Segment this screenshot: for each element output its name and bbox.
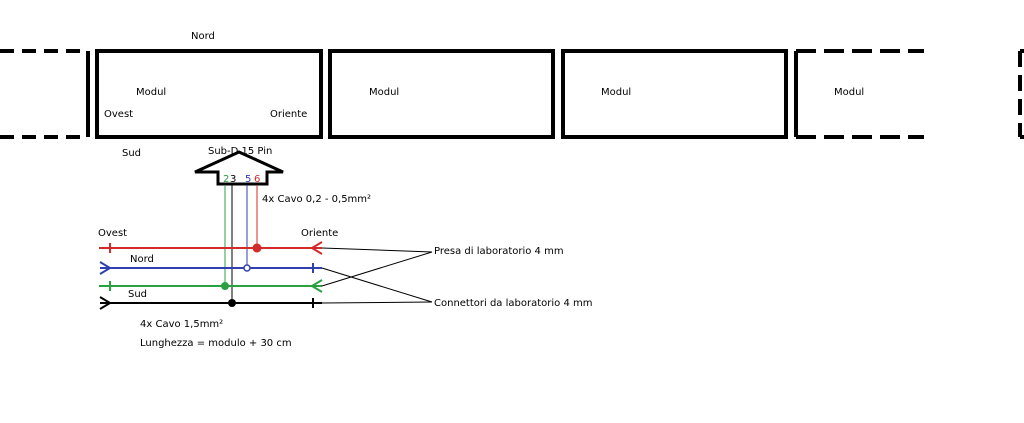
pin-5-label: 5 [245, 174, 251, 185]
pin-2-label: 2 [223, 174, 229, 185]
wiring-north-label: Nord [130, 254, 154, 265]
plug-callout-label: Connettori da laboratorio 4 mm [434, 298, 592, 309]
blue-rail [99, 261, 322, 275]
wiring-east-label: Oriente [301, 228, 338, 239]
red-solder-point [252, 243, 262, 253]
green-rail [99, 279, 323, 293]
thin-cable-label: 4x Cavo 0,2 - 0,5mm² [262, 194, 371, 205]
subd-connector-arrow [194, 150, 284, 186]
callout-lines [321, 247, 433, 304]
east-label: Oriente [270, 109, 307, 120]
black-rail [99, 296, 322, 310]
blue-solder-point [243, 264, 251, 272]
pin-6-label: 6 [254, 174, 260, 185]
module-label-2: Modul [369, 87, 399, 98]
black-solder-point [228, 299, 236, 307]
module-row [0, 49, 1024, 139]
module-box-3 [561, 49, 788, 139]
module-label-1: Modul [136, 87, 166, 98]
socket-callout-label: Presa di laboratorio 4 mm [434, 246, 564, 257]
thick-cable-label: 4x Cavo 1,5mm² [140, 319, 223, 330]
red-rail [99, 241, 323, 255]
pin-3-label: 3 [230, 174, 236, 185]
length-label: Lunghezza = modulo + 30 cm [140, 338, 292, 349]
west-label: Ovest [104, 109, 133, 120]
green-solder-point [221, 282, 229, 290]
north-label: Nord [191, 31, 215, 42]
wiring-south-label: Sud [128, 289, 147, 300]
subd-connector-label: Sub-D 15 Pin [208, 146, 272, 157]
south-label: Sud [122, 148, 141, 159]
module-box-1 [95, 49, 323, 139]
module-label-4: Modul [834, 87, 864, 98]
module-label-3: Modul [601, 87, 631, 98]
wiring-west-label: Ovest [98, 228, 127, 239]
module-box-2 [328, 49, 555, 139]
